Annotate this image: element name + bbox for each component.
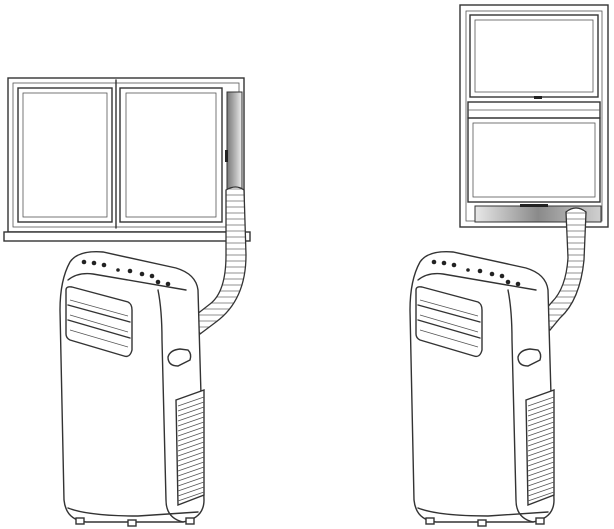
- window-sill: [4, 232, 250, 241]
- sliding-window: [4, 78, 250, 241]
- portable-air-conditioner: [60, 252, 204, 526]
- hung-window: [460, 5, 608, 227]
- portable-air-conditioner: [410, 252, 554, 526]
